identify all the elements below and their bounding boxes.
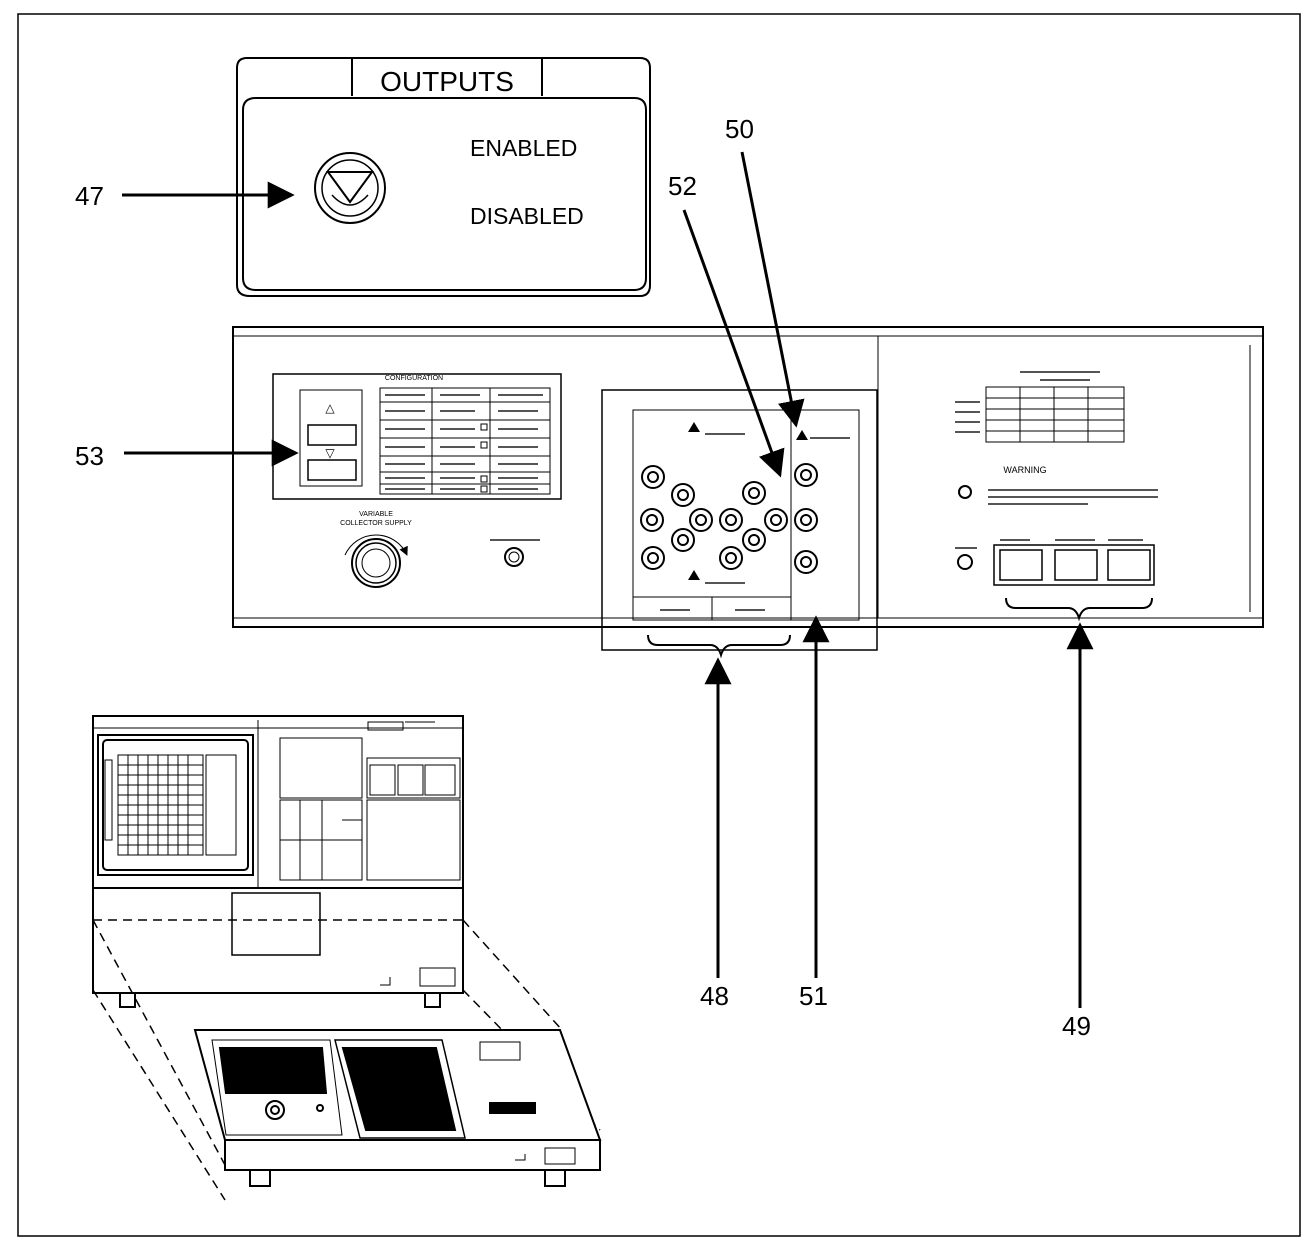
variable-collector-supply-knob[interactable]	[345, 535, 407, 587]
outputs-title: OUTPUTS	[380, 66, 514, 97]
leakage-button[interactable]	[505, 548, 523, 566]
callout-52: 52	[668, 171, 697, 201]
callout-51: 51	[799, 981, 828, 1011]
standby-select-button[interactable]	[1055, 550, 1097, 580]
configuration-title: CONFIGURATION	[385, 375, 443, 382]
disabled-label: DISABLED	[470, 203, 584, 229]
lockout-button[interactable]	[958, 555, 972, 569]
right-panel-section: WARNING	[955, 372, 1158, 618]
callout-53: 53	[75, 441, 104, 471]
callout-50: 50	[725, 114, 754, 144]
outputs-inset: OUTPUTS ENABLED DISABLED	[237, 58, 650, 296]
center-terminal-section	[602, 390, 877, 655]
left-panel-section: CONFIGURATION △ ▽ VARIABLE COLLECTOR SUP…	[273, 374, 561, 587]
reference-table	[955, 372, 1124, 442]
callout-48: 48	[700, 981, 729, 1011]
variable-supply-label-2: COLLECTOR SUPPLY	[340, 520, 412, 527]
variable-supply-label-1: VARIABLE	[359, 511, 393, 518]
left-select-button[interactable]	[1000, 550, 1042, 580]
down-arrow-icon: ▽	[325, 446, 335, 460]
callout-47: 47	[75, 181, 104, 211]
right-select-button[interactable]	[1108, 550, 1150, 580]
instrument-illustration	[93, 716, 600, 1200]
enabled-label: ENABLED	[470, 135, 577, 161]
indicator-lamp	[959, 486, 971, 498]
up-button[interactable]	[308, 425, 356, 445]
up-arrow-icon: △	[325, 401, 335, 415]
configuration-table	[380, 388, 550, 494]
down-button[interactable]	[308, 460, 356, 480]
output-toggle-button[interactable]	[315, 153, 385, 223]
callout-49: 49	[1062, 1011, 1091, 1041]
warning-label: WARNING	[1003, 465, 1046, 475]
